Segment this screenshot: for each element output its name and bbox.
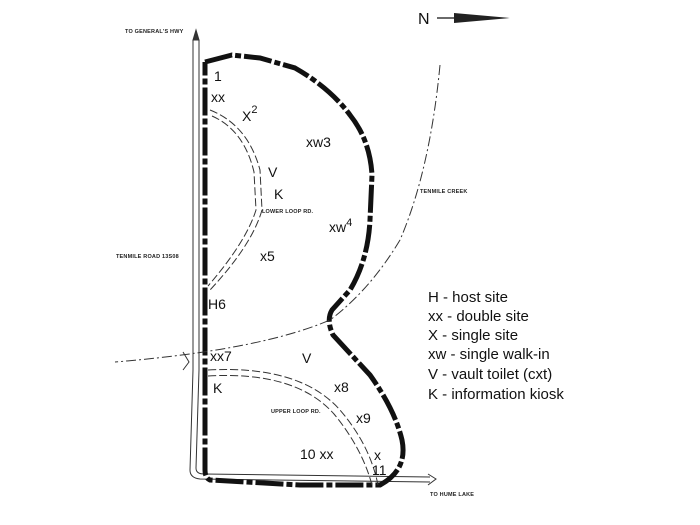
vault-toilet-lower[interactable]: V: [268, 164, 278, 180]
site-labels: 1 xx X2 xw3 V K xw4 x5 H6 xx7 K V x8 x9 …: [208, 68, 387, 478]
legend-double-site: xx - double site: [428, 308, 529, 325]
site-2[interactable]: X2: [242, 104, 257, 124]
legend: H - host site xx - double site X - singl…: [428, 289, 564, 403]
legend-information-kiosk: K - information kiosk: [428, 386, 564, 403]
tenmile-creek: [114, 64, 441, 363]
creek-arrow-icon: [182, 351, 190, 371]
legend-host-site: H - host site: [428, 289, 508, 306]
site-11-marker[interactable]: x: [374, 447, 381, 463]
legend-single-site: X - single site: [428, 327, 518, 344]
tenmile-creek-label: TENMILE CREEK: [420, 189, 468, 195]
site-5[interactable]: x5: [260, 248, 275, 264]
site-10[interactable]: 10 xx: [300, 446, 333, 462]
site-1[interactable]: 1: [214, 68, 222, 84]
kiosk-lower[interactable]: K: [274, 186, 284, 202]
site-6-host[interactable]: H6: [208, 296, 226, 312]
tenmile-road-label: TENMILE ROAD 13S08: [116, 254, 179, 260]
legend-single-walk-in: xw - single walk-in: [428, 346, 550, 363]
site-3[interactable]: xw3: [306, 134, 331, 150]
site-8[interactable]: x8: [334, 379, 349, 395]
generals-hwy-label: TO GENERAL'S HWY: [125, 29, 184, 35]
site-11[interactable]: 11: [372, 462, 387, 478]
site-4[interactable]: xw4: [329, 217, 352, 235]
hume-lake-label: TO HUME LAKE: [430, 492, 474, 498]
north-label: N: [418, 11, 430, 28]
legend-vault-toilet: V - vault toilet (cxt): [428, 366, 552, 383]
main-road: [189, 28, 437, 486]
upper-loop-label: UPPER LOOP RD.: [271, 409, 321, 415]
upper-loop-road: [207, 369, 379, 486]
site-7[interactable]: xx7: [210, 348, 232, 364]
site-1-double[interactable]: xx: [211, 89, 225, 105]
site-9[interactable]: x9: [356, 410, 371, 426]
lower-loop-label: LOWER LOOP RD.: [262, 209, 314, 215]
vault-toilet-upper[interactable]: V: [302, 350, 312, 366]
north-arrow: N: [418, 11, 510, 28]
lower-loop-road: [207, 109, 263, 291]
north-arrow-head-icon: [454, 13, 510, 23]
campground-boundary: [202, 52, 406, 488]
kiosk-upper[interactable]: K: [213, 380, 223, 396]
